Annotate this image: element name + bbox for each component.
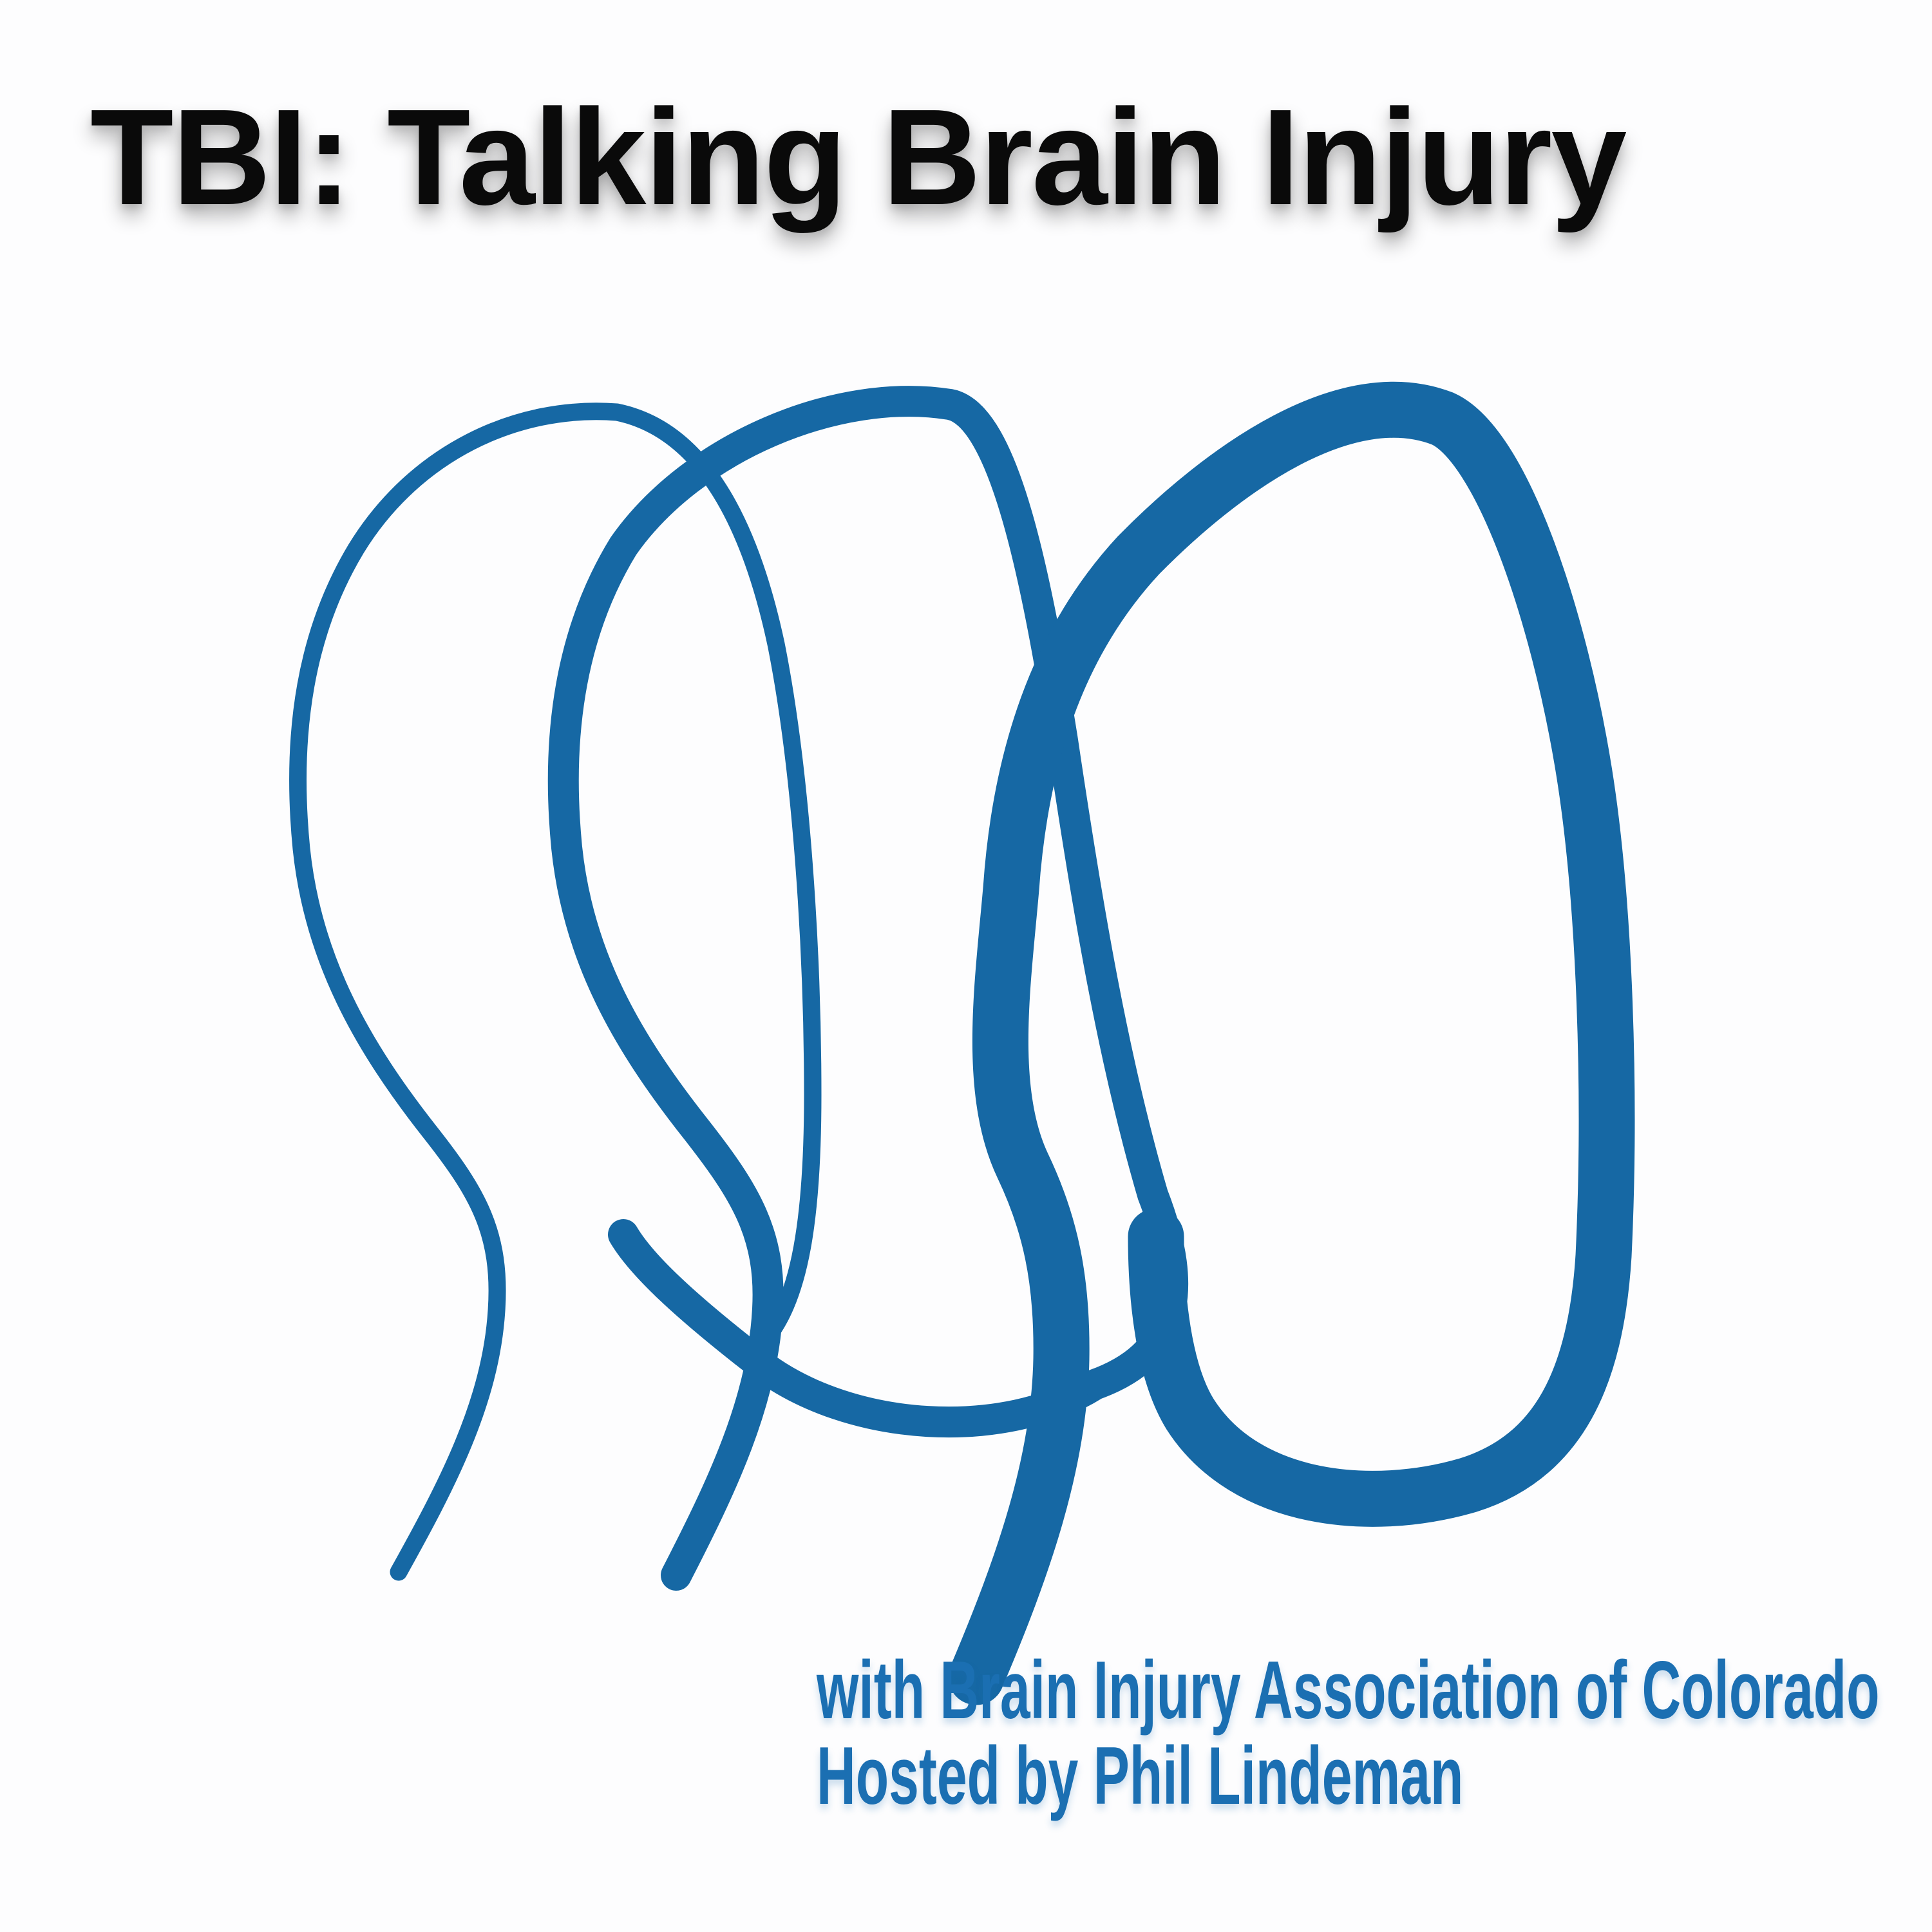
subtitle-line2: Hosted by Phil Lindeman xyxy=(817,1730,1464,1821)
subtitle: with Brain Injury Association of Colorad… xyxy=(817,1647,1879,1819)
head-outline-thin xyxy=(289,402,822,1581)
head-outline-thick xyxy=(948,381,1635,1705)
page-title: TBI: Talking Brain Injury xyxy=(90,80,1627,233)
subtitle-line1: with Brain Injury Association of Colorad… xyxy=(817,1644,1880,1736)
